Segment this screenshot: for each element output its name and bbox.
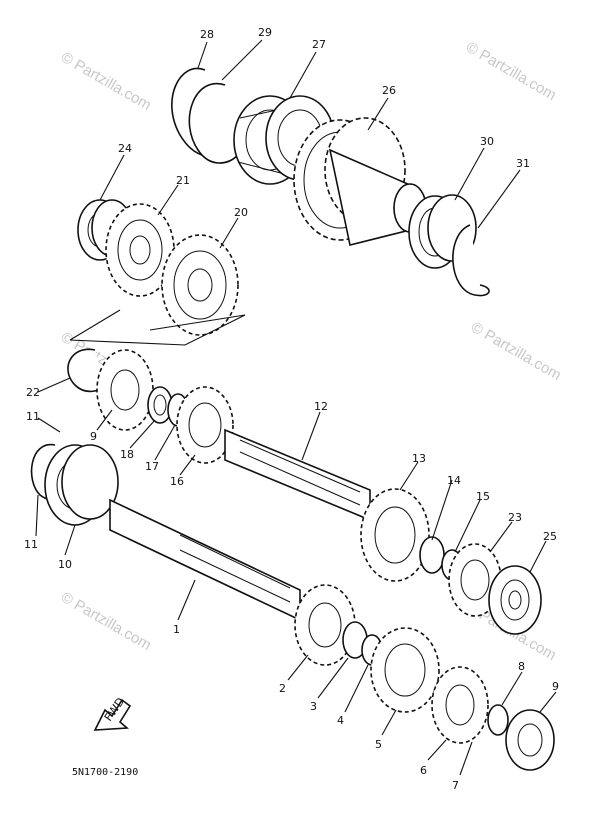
callout-11-lower: 11 <box>24 538 38 551</box>
callout-layer: 28 29 27 26 24 21 20 30 31 22 11 9 18 17… <box>24 26 559 792</box>
middle-shaft-group <box>67 348 542 635</box>
circlip-29 <box>188 82 239 164</box>
callout-6: 6 <box>420 764 427 777</box>
callout-1: 1 <box>173 623 180 636</box>
watermark: © Partzilla.com <box>463 39 559 104</box>
callout-10: 10 <box>58 558 72 571</box>
callout-23: 23 <box>508 511 522 524</box>
drawing-code: 5N1700-2190 <box>72 767 138 778</box>
callout-20: 20 <box>234 206 248 219</box>
bearing-25 <box>488 565 542 635</box>
bearing-10 <box>44 444 119 526</box>
callout-13: 13 <box>412 452 426 465</box>
washer-14 <box>419 536 445 574</box>
upper-gear-group <box>69 67 490 346</box>
gear-16 <box>176 386 234 464</box>
callout-26: 26 <box>382 84 396 97</box>
washer-18 <box>147 386 173 424</box>
watermark: © Partzilla.com <box>58 589 154 654</box>
callout-8: 8 <box>518 660 525 673</box>
callout-4: 4 <box>337 714 344 727</box>
callout-3: 3 <box>310 700 317 713</box>
washer-8 <box>487 704 509 736</box>
shaft-1 <box>109 498 301 622</box>
gear-26 <box>293 117 427 246</box>
callout-12: 12 <box>314 400 328 413</box>
callout-29: 29 <box>258 26 272 39</box>
callout-7: 7 <box>452 779 459 792</box>
callout-25: 25 <box>543 530 557 543</box>
callout-22: 22 <box>26 386 40 399</box>
callout-5: 5 <box>375 738 382 751</box>
gear-5 <box>370 627 440 713</box>
forward-arrow-icon: FWD <box>93 695 132 731</box>
callout-2: 2 <box>279 682 286 695</box>
callout-21: 21 <box>176 174 190 187</box>
circlip-31 <box>452 224 490 297</box>
callout-14: 14 <box>447 474 461 487</box>
callout-11-upper: 11 <box>26 410 40 423</box>
callout-17: 17 <box>145 460 159 473</box>
lower-shaft-group <box>30 443 555 771</box>
group-bracket <box>69 309 246 346</box>
watermark: © Partzilla.com <box>58 49 154 114</box>
callout-16: 16 <box>170 475 184 488</box>
callout-30: 30 <box>480 135 494 148</box>
gear-6 <box>431 666 489 744</box>
callout-31: 31 <box>516 157 530 170</box>
callout-9-lower: 9 <box>552 680 559 693</box>
shaft-12 <box>224 428 371 522</box>
callout-18: 18 <box>120 448 134 461</box>
bearing-9 <box>505 709 555 771</box>
callout-15: 15 <box>476 490 490 503</box>
watermark: © Partzilla.com <box>468 319 564 384</box>
callout-28: 28 <box>200 28 214 41</box>
callout-9-upper: 9 <box>90 430 97 443</box>
gear-13 <box>360 488 430 582</box>
callout-24: 24 <box>118 142 132 155</box>
callout-27: 27 <box>312 38 326 51</box>
gear-20 <box>161 234 239 336</box>
